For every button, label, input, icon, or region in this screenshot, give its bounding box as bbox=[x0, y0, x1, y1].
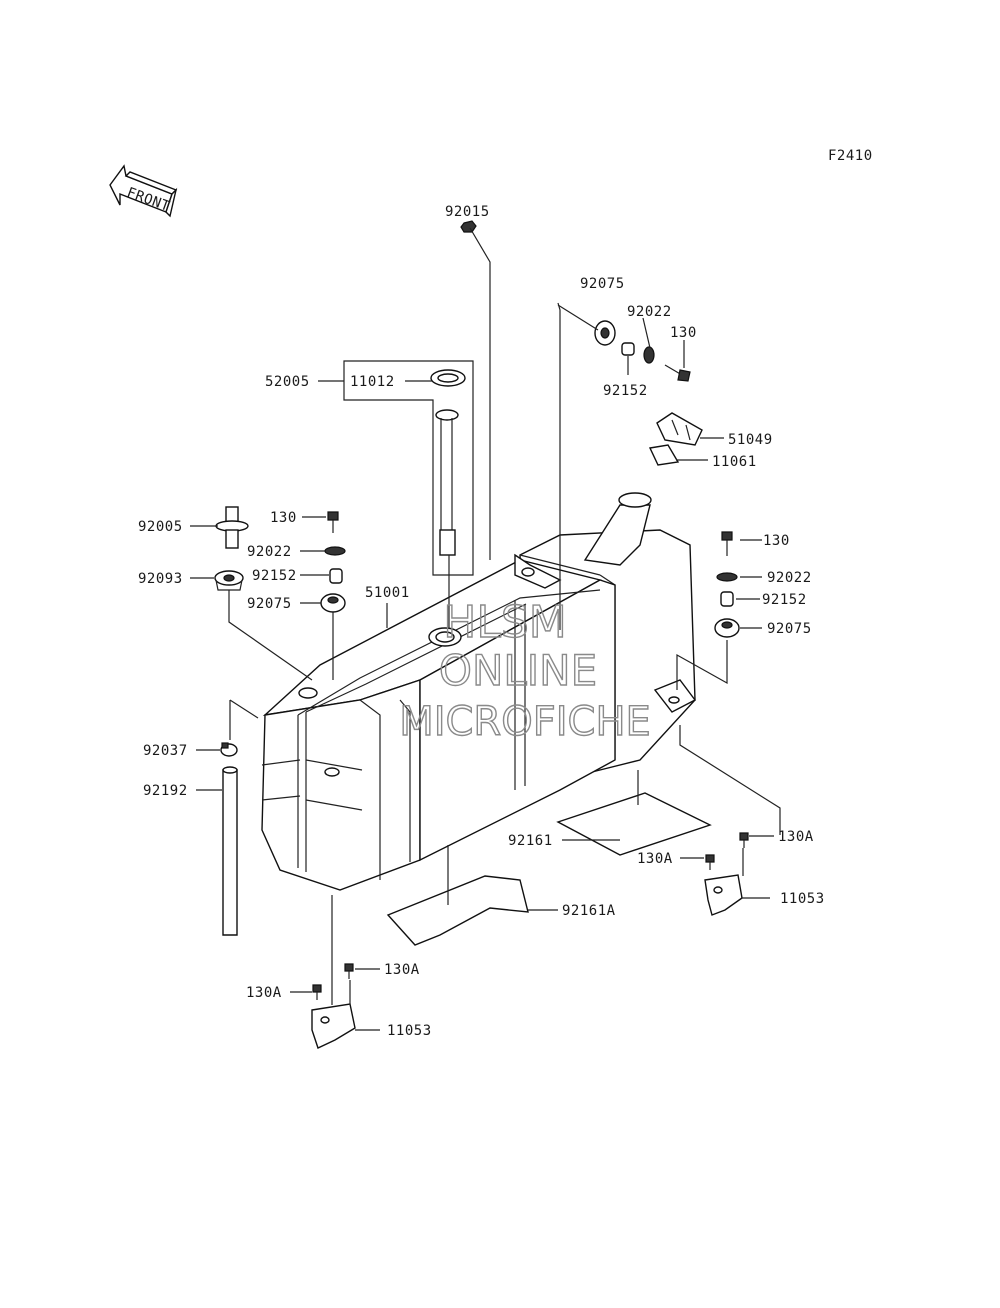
label-92022-left: 92022 bbox=[247, 544, 292, 560]
fuel-cap-51049-icon bbox=[656, 412, 703, 446]
bolt-130-left-icon bbox=[327, 511, 339, 533]
label-11053-right: 11053 bbox=[780, 891, 825, 907]
label-92015: 92015 bbox=[445, 204, 490, 220]
label-130A-right-2: 130A bbox=[637, 851, 673, 867]
pad-92161A-icon bbox=[386, 875, 529, 946]
grommet-92075-left-icon bbox=[320, 593, 346, 613]
gasket-11061-icon bbox=[648, 444, 680, 466]
label-52005: 52005 bbox=[265, 374, 310, 390]
watermark: HLSM ONLINE MICROFICHE bbox=[398, 596, 651, 745]
bolt-130A-right-1-icon bbox=[739, 832, 749, 848]
label-130-right: 130 bbox=[763, 533, 790, 549]
label-130A-right-1: 130A bbox=[778, 829, 814, 845]
washer-92022-top-icon bbox=[643, 346, 655, 364]
clamp-92037-icon bbox=[220, 742, 238, 757]
pad-92161-icon bbox=[556, 792, 712, 856]
gasket-11012-icon bbox=[430, 369, 466, 387]
grommet-92075-top-icon bbox=[594, 320, 616, 346]
bolt-130A-left-2-icon bbox=[312, 984, 322, 1000]
label-130-left: 130 bbox=[270, 510, 297, 526]
label-92093: 92093 bbox=[138, 571, 183, 587]
label-11061: 11061 bbox=[712, 454, 757, 470]
fuel-sender-52005-icon bbox=[435, 409, 459, 556]
bracket-11053-right-icon bbox=[704, 874, 743, 916]
bolt-130A-left-1-icon bbox=[344, 963, 354, 979]
label-92192: 92192 bbox=[143, 783, 188, 799]
collar-92152-left-icon bbox=[329, 568, 343, 584]
label-92161: 92161 bbox=[508, 833, 553, 849]
label-92152-right: 92152 bbox=[762, 592, 807, 608]
watermark-line-3: MICROFICHE bbox=[399, 699, 651, 745]
hose-92192-icon bbox=[222, 766, 238, 936]
label-92152-left: 92152 bbox=[252, 568, 297, 584]
washer-92022-right-icon bbox=[716, 572, 738, 582]
label-92022-top: 92022 bbox=[627, 304, 672, 320]
watermark-line-1: HLSM bbox=[443, 597, 567, 648]
fitting-92005-icon bbox=[215, 506, 249, 549]
label-130-top: 130 bbox=[670, 325, 697, 341]
watermark-line-2: ONLINE bbox=[439, 646, 597, 695]
label-92075-left: 92075 bbox=[247, 596, 292, 612]
fuel-tank-51001 bbox=[261, 492, 697, 891]
label-51001: 51001 bbox=[365, 585, 410, 601]
nut-92015-icon bbox=[460, 220, 477, 233]
label-51049: 51049 bbox=[728, 432, 773, 448]
figure-code: F2410 bbox=[828, 148, 873, 164]
front-arrow-icon: FRONT bbox=[109, 164, 178, 218]
leader-lines bbox=[190, 227, 781, 1031]
bolt-130-right-icon bbox=[721, 531, 733, 556]
grommet-92075-right-icon bbox=[714, 618, 740, 638]
collar-92152-top-icon bbox=[621, 342, 635, 356]
bracket-11053-left-icon bbox=[311, 1003, 356, 1049]
label-92161A: 92161A bbox=[562, 903, 616, 919]
label-92075-right: 92075 bbox=[767, 621, 812, 637]
label-11012: 11012 bbox=[350, 374, 395, 390]
part-labels: 92015 92075 92022 130 92152 52005 11012 … bbox=[138, 204, 825, 1039]
bolt-130A-right-2-icon bbox=[705, 854, 715, 870]
cap-92093-icon bbox=[214, 570, 244, 591]
bolt-130-top-icon bbox=[664, 364, 691, 382]
label-130A-left-1: 130A bbox=[384, 962, 420, 978]
label-11053-left: 11053 bbox=[387, 1023, 432, 1039]
label-92037: 92037 bbox=[143, 743, 188, 759]
label-92152-top: 92152 bbox=[603, 383, 648, 399]
collar-92152-right-icon bbox=[720, 591, 734, 607]
label-92005: 92005 bbox=[138, 519, 183, 535]
washer-92022-left-icon bbox=[324, 546, 346, 556]
label-92022-right: 92022 bbox=[767, 570, 812, 586]
label-130A-left-2: 130A bbox=[246, 985, 282, 1001]
label-92075-top: 92075 bbox=[580, 276, 625, 292]
